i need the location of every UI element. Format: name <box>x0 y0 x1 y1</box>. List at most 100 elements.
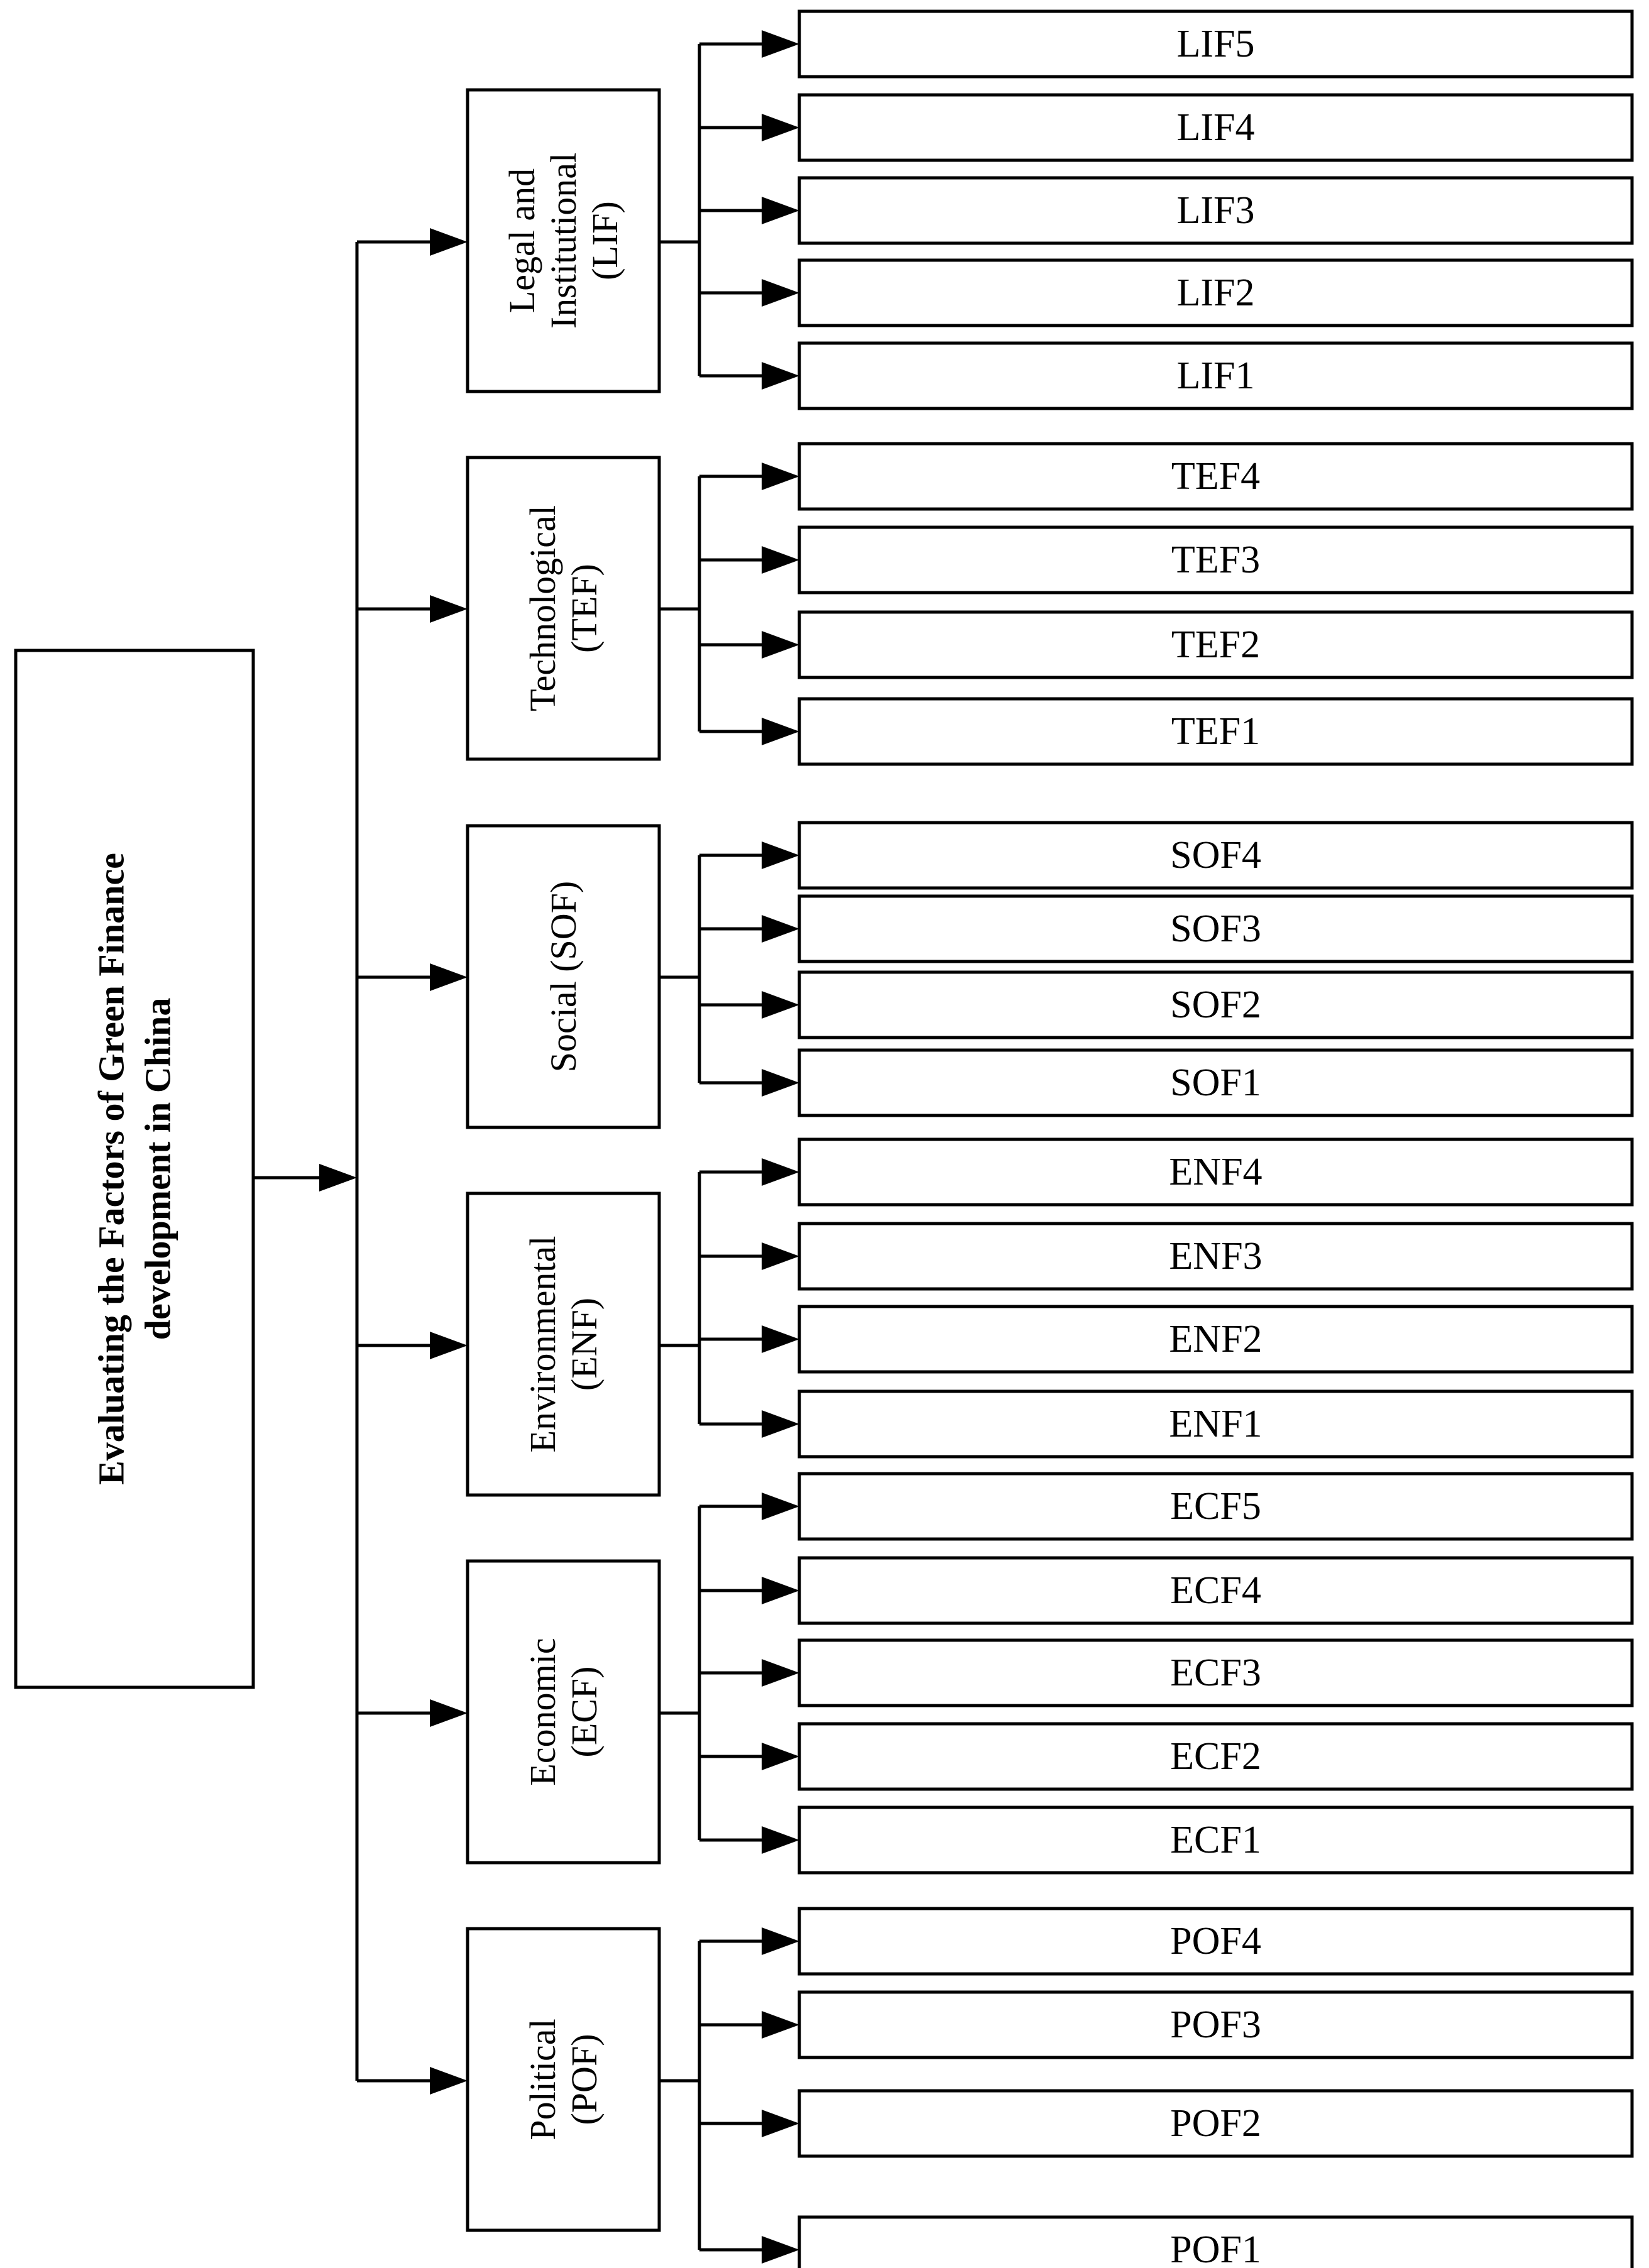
factor-sof4: SOF4 <box>797 821 1634 890</box>
factor-box <box>797 1990 1634 2059</box>
factor-ecf4: ECF4 <box>797 1556 1634 1625</box>
arrow-sof1-arrowhead <box>762 1069 799 1097</box>
factor-label: SOF4 <box>1170 834 1261 877</box>
factor-box <box>797 176 1634 245</box>
category-ecf: Economic(ECF) <box>466 1559 661 1865</box>
label-line: Environmental <box>522 1236 563 1453</box>
factor-box <box>797 1389 1634 1459</box>
label-line: Political <box>522 2019 563 2140</box>
label-line: (TEF) <box>564 564 605 653</box>
factor-box <box>797 1137 1634 1207</box>
arrow-pof1-arrowhead <box>762 2236 799 2264</box>
factor-box <box>797 1472 1634 1541</box>
label-line: (ECF) <box>564 1667 605 1758</box>
factor-box <box>797 1222 1634 1291</box>
factor-label: TEF2 <box>1171 623 1260 666</box>
factor-box <box>797 970 1634 1039</box>
category-tef: Technological(TEF) <box>466 456 661 761</box>
label-line: development in China <box>138 998 178 1340</box>
factor-label: LIF4 <box>1177 106 1255 149</box>
factor-label: TEF1 <box>1171 710 1260 753</box>
factor-box <box>797 1638 1634 1707</box>
arrow-sof4-arrowhead <box>762 841 799 869</box>
arrow-enf2-arrowhead <box>762 1325 799 1353</box>
factor-box <box>797 821 1634 890</box>
factor-tef2: TEF2 <box>797 610 1634 679</box>
category-box <box>466 1927 661 2232</box>
factor-label: ECF2 <box>1170 1735 1261 1778</box>
label-line: (LIF) <box>584 201 625 280</box>
arrow-pof4-arrowhead <box>762 1927 799 1955</box>
arrow-ecf1-arrowhead <box>762 1826 799 1854</box>
trunk-to-enf-arrow-arrowhead <box>430 1332 468 1359</box>
factor-box <box>797 93 1634 162</box>
factor-box <box>797 1907 1634 1976</box>
factor-box <box>797 2089 1634 2158</box>
factor-box <box>797 894 1634 963</box>
factor-box <box>797 1048 1634 1117</box>
factor-enf1: ENF1 <box>797 1389 1634 1459</box>
factor-lif3: LIF3 <box>797 176 1634 245</box>
factor-enf3: ENF3 <box>797 1222 1634 1291</box>
arrow-lif5-arrowhead <box>762 30 799 58</box>
factor-label: ENF1 <box>1169 1403 1262 1445</box>
category-box <box>466 824 661 1129</box>
factor-box <box>797 442 1634 511</box>
factor-label: POF3 <box>1170 2003 1261 2046</box>
arrow-sof3-arrowhead <box>762 915 799 943</box>
arrow-tef2-arrowhead <box>762 631 799 659</box>
factor-label: SOF2 <box>1170 983 1261 1026</box>
arrow-ecf3-arrowhead <box>762 1659 799 1687</box>
factor-lif1: LIF1 <box>797 341 1634 410</box>
trunk-to-pof-arrow-arrowhead <box>430 2067 468 2095</box>
factor-pof1: POF1 <box>797 2215 1634 2268</box>
label-line: Social (SOF) <box>543 881 584 1073</box>
trunk-to-ecf-arrow-arrowhead <box>430 1699 468 1727</box>
label-line: Legal and <box>501 168 542 313</box>
factor-label: LIF3 <box>1177 189 1255 232</box>
arrow-enf1-arrowhead <box>762 1410 799 1438</box>
factor-box <box>797 525 1634 594</box>
factor-enf2: ENF2 <box>797 1305 1634 1374</box>
factor-box <box>797 1305 1634 1374</box>
factor-enf4: ENF4 <box>797 1137 1634 1207</box>
factor-pof2: POF2 <box>797 2089 1634 2158</box>
category-enf: Environmental(ENF) <box>466 1192 661 1497</box>
label-line: Institutional <box>543 153 584 329</box>
category-box <box>466 1192 661 1497</box>
factor-box <box>797 610 1634 679</box>
factor-box <box>797 258 1634 327</box>
category-box <box>466 456 661 761</box>
factor-label: LIF1 <box>1177 354 1255 397</box>
category-sof: Social (SOF) <box>466 824 661 1129</box>
arrow-sof2-arrowhead <box>762 991 799 1019</box>
factor-label: ECF5 <box>1170 1485 1261 1528</box>
factor-lif4: LIF4 <box>797 93 1634 162</box>
arrow-pof2-arrowhead <box>762 2110 799 2137</box>
factor-label: SOF1 <box>1170 1061 1261 1104</box>
root-box <box>14 649 255 1689</box>
arrow-ecf4-arrowhead <box>762 1577 799 1604</box>
arrow-tef1-arrowhead <box>762 718 799 745</box>
arrow-lif2-arrowhead <box>762 279 799 307</box>
factor-label: SOF3 <box>1170 907 1261 950</box>
factor-pof4: POF4 <box>797 1907 1634 1976</box>
label-line: (POF) <box>564 2034 605 2125</box>
arrow-pof3-arrowhead <box>762 2011 799 2039</box>
factor-tef3: TEF3 <box>797 525 1634 594</box>
factor-label: ECF1 <box>1170 1819 1261 1861</box>
factor-label: ENF4 <box>1169 1151 1262 1193</box>
trunk-to-sof-arrow-arrowhead <box>430 963 468 991</box>
factor-label: POF1 <box>1170 2228 1261 2268</box>
factor-box <box>797 2215 1634 2268</box>
factor-ecf2: ECF2 <box>797 1722 1634 1791</box>
factor-label: POF4 <box>1170 1920 1261 1963</box>
factor-tef1: TEF1 <box>797 697 1634 766</box>
arrow-lif3-arrowhead <box>762 197 799 224</box>
trunk-to-lif-arrow-arrowhead <box>430 228 468 256</box>
arrow-ecf2-arrowhead <box>762 1743 799 1770</box>
factor-tef4: TEF4 <box>797 442 1634 511</box>
factor-lif5: LIF5 <box>797 9 1634 79</box>
